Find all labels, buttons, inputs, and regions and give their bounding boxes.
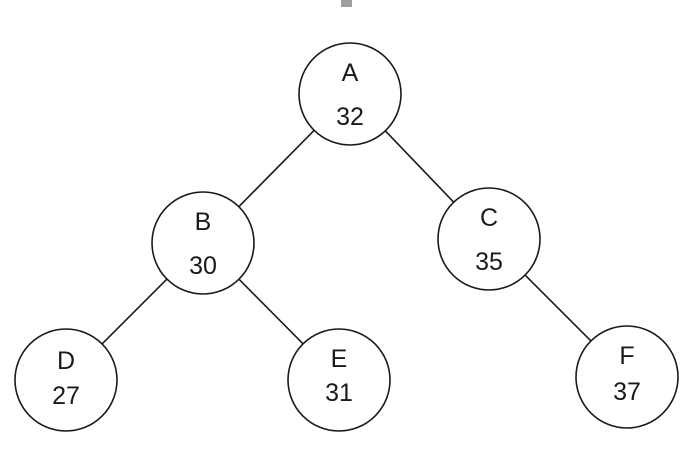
edges-layer [101, 129, 592, 345]
edge-a-b [238, 129, 315, 208]
tree-node-c: C 35 [437, 187, 541, 291]
node-value: 35 [475, 248, 503, 276]
node-label: F [619, 342, 634, 370]
edge-c-f [524, 274, 592, 342]
edge-a-c [384, 130, 455, 203]
tree-node-a: A 32 [298, 42, 402, 146]
node-value: 31 [325, 379, 353, 407]
node-circle [14, 328, 118, 432]
node-label: D [57, 347, 75, 375]
nodes-layer: A 32B 30 C 35D 27 E 31 F 37 [14, 42, 679, 432]
tree-node-e: E 31 [287, 328, 391, 432]
tree-node-f: F 37 [575, 325, 679, 429]
tree-node-d: D 27 [14, 328, 118, 432]
node-circle [298, 42, 402, 146]
node-label: B [195, 208, 212, 236]
node-circle [575, 325, 679, 429]
node-circle [151, 191, 255, 295]
node-value: 30 [189, 252, 217, 280]
tree-node-b: B 30 [151, 191, 255, 295]
top-edge-mark [341, 0, 352, 7]
edge-b-d [101, 278, 168, 345]
node-label: E [331, 345, 348, 373]
node-circle [287, 328, 391, 432]
node-value: 27 [52, 382, 80, 410]
edge-b-e [238, 278, 304, 345]
node-value: 37 [613, 378, 641, 406]
node-value: 32 [336, 103, 364, 131]
node-circle [437, 187, 541, 291]
node-label: A [342, 59, 359, 87]
node-label: C [480, 204, 498, 232]
